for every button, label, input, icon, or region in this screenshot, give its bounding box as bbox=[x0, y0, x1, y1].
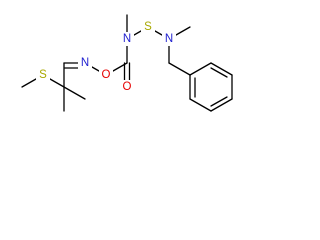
bond-ring-4 bbox=[210, 98, 233, 112]
atom-o-carbonyl: O bbox=[120, 80, 134, 94]
bond-ch2-phenyl bbox=[168, 62, 191, 76]
atom-s-bridge: S bbox=[141, 20, 155, 34]
atom-o-ester-label: O bbox=[102, 69, 111, 81]
bond-cq-methyl-right bbox=[63, 86, 86, 100]
atom-n-methyl-1: N bbox=[120, 32, 134, 46]
bond-ring-inner-2 bbox=[210, 96, 228, 107]
bond-ring-inner-1 bbox=[210, 67, 228, 78]
atom-labels: N S N O O N S bbox=[36, 20, 176, 94]
atom-n-methyl-2-label: N bbox=[165, 33, 173, 45]
atom-s-thioether-label: S bbox=[39, 69, 47, 81]
atom-o-carbonyl-label: O bbox=[123, 81, 132, 93]
bond-ring-5 bbox=[189, 98, 212, 112]
atom-s-thioether: S bbox=[36, 68, 50, 82]
atom-n-methyl-2: N bbox=[162, 32, 176, 46]
bond-ring-1 bbox=[189, 62, 212, 76]
atom-n-methyl-1-label: N bbox=[123, 33, 131, 45]
chemical-structure-diagram: N S N O O N S bbox=[21, 14, 233, 112]
atom-n-oxime-label: N bbox=[81, 57, 89, 69]
bond-ring-2 bbox=[210, 62, 233, 76]
atom-s-bridge-label: S bbox=[144, 21, 152, 33]
bonds bbox=[21, 14, 233, 112]
atom-o-ester: O bbox=[99, 68, 113, 82]
atom-n-oxime: N bbox=[78, 56, 92, 70]
